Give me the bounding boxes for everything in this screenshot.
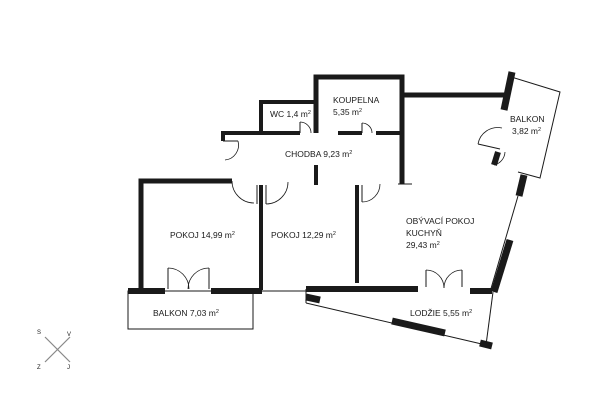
compass-line-b [44, 336, 71, 363]
wall-balkon-east-thick [500, 71, 516, 111]
wall-koupelna [313, 74, 405, 184]
compass: S V J Z [37, 330, 71, 371]
wall-balkon-east [507, 75, 561, 179]
door-balkon-s-swing-l [167, 267, 190, 290]
label-obyvaci-area: 29,43 m2 [406, 240, 440, 250]
door-pokoj2-swing [265, 181, 289, 205]
door-entry-swing [224, 140, 239, 161]
label-pokoj1: POKOJ 14,99 m2 [170, 230, 235, 240]
lodzie-post-3 [479, 339, 493, 350]
door-balkon-e-swing [477, 127, 503, 145]
doors [167, 121, 506, 290]
lodzie-edge-right [485, 291, 494, 346]
door-pokoj1-swing [231, 180, 255, 204]
door-koupelna-swing [361, 122, 373, 134]
compass-east: V [67, 332, 71, 338]
label-koupelna-area: 5,35 m2 [333, 107, 362, 117]
wall-east-top [515, 174, 528, 197]
wall-east-diagonal [489, 195, 519, 293]
lodzie-post-1 [305, 293, 321, 304]
door-balkon-s-swing-r [187, 267, 210, 290]
door-wc-swing [299, 121, 312, 134]
wall-balkon-east-stub [491, 151, 501, 166]
label-obyvaci-name2: KUCHYŇ [406, 228, 442, 238]
room-labels: WC 1,4 m2 KOUPELNA 5,35 m2 BALKON 3,82 m… [153, 95, 545, 318]
label-balkon-south: BALKON 7,03 m2 [153, 308, 219, 318]
label-obyvaci-name1: OBÝVACÍ POKOJ [406, 216, 474, 226]
wall-east-thick [490, 238, 514, 294]
door-balkon-e-leaf [477, 143, 501, 150]
label-balkon-east-name: BALKON [510, 114, 545, 124]
door-obyvaci-swing [361, 183, 381, 203]
door-obyvaci-balkon-swing [493, 151, 506, 166]
wall-wc [259, 100, 316, 133]
compass-north: S [37, 330, 41, 336]
balkon-south-box [127, 290, 254, 330]
compass-south: J [67, 365, 70, 371]
label-wc: WC 1,4 m2 [270, 109, 311, 119]
lodzie-post-2 [391, 317, 446, 337]
label-chodba: CHODBA 9,23 m2 [285, 149, 352, 159]
label-lodzie: LODŽIE 5,55 m2 [410, 308, 472, 318]
label-balkon-east-area: 3,82 m2 [512, 126, 541, 136]
label-pokoj2: POKOJ 12,29 m2 [271, 230, 336, 240]
wall-pokoj1-outer [138, 178, 232, 288]
label-koupelna-name: KOUPELNA [333, 95, 380, 105]
compass-west: Z [37, 365, 41, 371]
door-lodzie-swing-l [425, 269, 445, 289]
door-lodzie-swing-r [443, 269, 463, 289]
walls [127, 71, 561, 350]
